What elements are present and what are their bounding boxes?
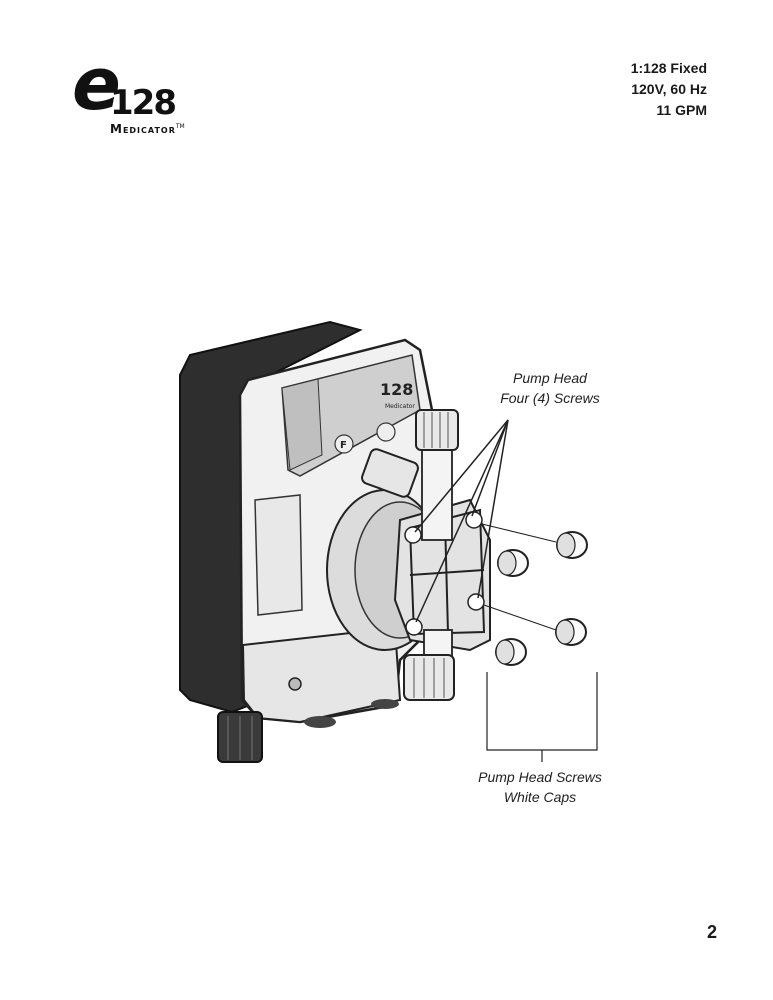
white-cap-3 (555, 618, 587, 646)
medicator-logo: e 128 MedicatorTM (72, 48, 222, 146)
caps-bracket (486, 672, 598, 751)
pump-head-callout-line2: Four (4) Screws (500, 390, 600, 406)
pump-head-callout: Pump Head Four (4) Screws (475, 368, 625, 408)
logo-trademark: TM (175, 123, 185, 130)
top-fitting (415, 409, 459, 451)
logo-brand: MedicatorTM (110, 122, 185, 136)
screw-hole-tl (404, 526, 422, 544)
pump-head-grid (408, 508, 486, 636)
logo-brand-text: Medicator (110, 122, 176, 136)
side-handle (254, 494, 303, 616)
f-button (334, 434, 354, 454)
white-caps-callout: Pump Head Screws White Caps (455, 767, 625, 807)
white-caps-callout-line1: Pump Head Screws (478, 769, 602, 785)
pump-head-callout-line1: Pump Head (513, 370, 587, 386)
screw-hole-tr (465, 511, 483, 529)
screw-hole-bl (405, 618, 423, 636)
white-cap-1 (556, 531, 588, 559)
foot-2 (371, 699, 399, 709)
logo-letter: e (72, 42, 121, 126)
logo-number: 128 (110, 83, 177, 123)
base-screw (288, 677, 302, 691)
bottom-fitting (403, 654, 455, 701)
white-cap-2 (497, 549, 529, 577)
page-number: 2 (706, 922, 717, 942)
spec-power: 120V, 60 Hz (631, 81, 707, 97)
product-specs: 1:128 Fixed 120V, 60 Hz 11 GPM (631, 58, 707, 121)
leader-line-2 (471, 419, 509, 517)
f-button-label: F (340, 440, 347, 451)
axis-line-2 (483, 604, 557, 631)
panel-logo-number: 128 (380, 380, 413, 399)
spec-ratio: 1:128 Fixed (630, 60, 707, 76)
discharge-tube (421, 439, 453, 541)
axis-line-1 (481, 523, 557, 543)
panel-label-strip (281, 378, 323, 471)
bleed-valve-knob (361, 448, 419, 498)
spec-flow: 11 GPM (656, 102, 707, 118)
leader-line-1 (414, 419, 509, 533)
start-button (376, 422, 396, 442)
panel-logo-brand: Medicator (385, 403, 415, 410)
foot-1 (304, 716, 336, 728)
leader-line-4 (415, 419, 509, 623)
white-cap-4 (495, 638, 527, 666)
white-caps-callout-line2: White Caps (503, 789, 577, 805)
screw-hole-br (467, 593, 485, 611)
leader-line-3 (477, 419, 509, 599)
